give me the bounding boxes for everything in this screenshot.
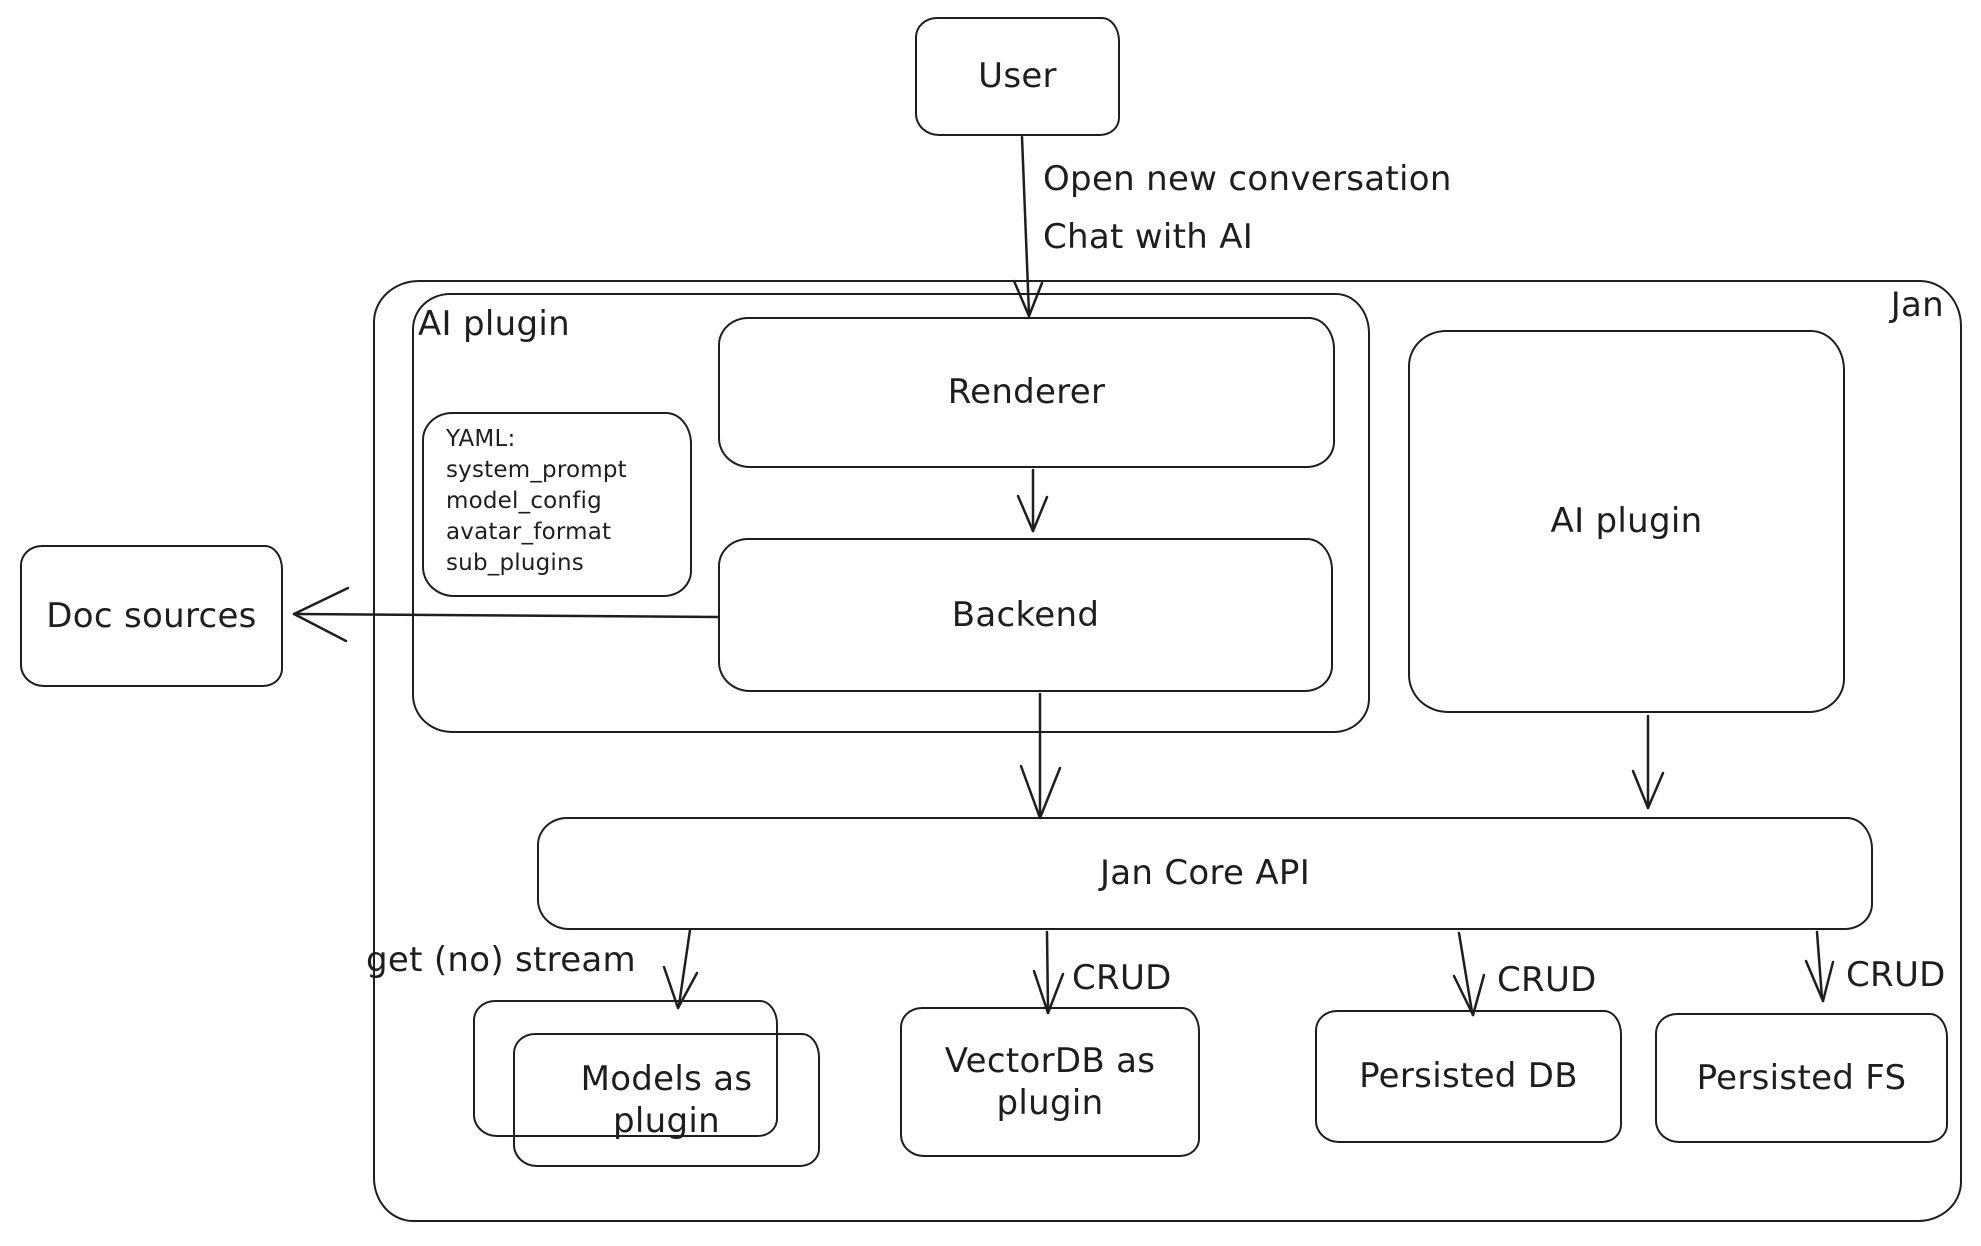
edge-label-crud-vectordb: CRUD	[1072, 958, 1172, 998]
yaml-note-lines: YAML: system_prompt model_config avatar_…	[446, 424, 627, 579]
node-models-plugin-label: Models as plugin	[580, 1058, 753, 1142]
node-user-label: User	[978, 56, 1057, 97]
node-ai-plugin-left: AI plugin	[412, 293, 1370, 733]
node-user: User	[915, 17, 1120, 136]
node-ai-plugin-right-label: AI plugin	[1550, 501, 1703, 542]
yaml-line: system_prompt	[446, 457, 627, 483]
yaml-line: avatar_format	[446, 519, 612, 545]
node-renderer-label: Renderer	[947, 372, 1106, 413]
node-vectordb-plugin-label: VectorDB as plugin	[944, 1040, 1156, 1124]
node-yaml-note: YAML: system_prompt model_config avatar_…	[422, 412, 692, 597]
node-jan-core-api-label: Jan Core API	[1099, 853, 1311, 894]
node-models-plugin: Models as plugin	[513, 1033, 820, 1167]
node-jan-core-api: Jan Core API	[537, 817, 1873, 930]
edge-label-crud-fs: CRUD	[1846, 955, 1946, 995]
node-vectordb-plugin: VectorDB as plugin	[900, 1007, 1200, 1157]
node-doc-sources-label: Doc sources	[46, 595, 257, 636]
node-persisted-fs-label: Persisted FS	[1696, 1057, 1907, 1098]
node-backend-label: Backend	[951, 594, 1100, 635]
node-renderer: Renderer	[718, 317, 1335, 468]
edge-label-open-conversation: Open new conversation	[1043, 159, 1452, 199]
edge-label-get-no-stream: get (no) stream	[366, 940, 636, 980]
yaml-line: YAML:	[446, 426, 516, 452]
node-persisted-db: Persisted DB	[1315, 1010, 1622, 1143]
node-models-plugin-outer	[473, 1000, 778, 1137]
yaml-line: sub_plugins	[446, 550, 584, 576]
edge-label-chat-with-ai: Chat with AI	[1043, 217, 1254, 257]
node-jan-label: Jan	[1890, 285, 1944, 325]
node-jan-container: Jan	[373, 280, 1962, 1222]
node-backend: Backend	[718, 538, 1333, 692]
node-persisted-db-label: Persisted DB	[1359, 1056, 1578, 1097]
node-doc-sources: Doc sources	[20, 545, 283, 687]
node-ai-plugin-left-label: AI plugin	[418, 304, 570, 344]
edge-label-crud-db: CRUD	[1497, 960, 1597, 1000]
yaml-line: model_config	[446, 488, 602, 514]
edge-label-user-flow: Open new conversation Chat with AI	[1043, 150, 1452, 266]
node-ai-plugin-right: AI plugin	[1408, 330, 1845, 713]
node-persisted-fs: Persisted FS	[1655, 1013, 1948, 1143]
